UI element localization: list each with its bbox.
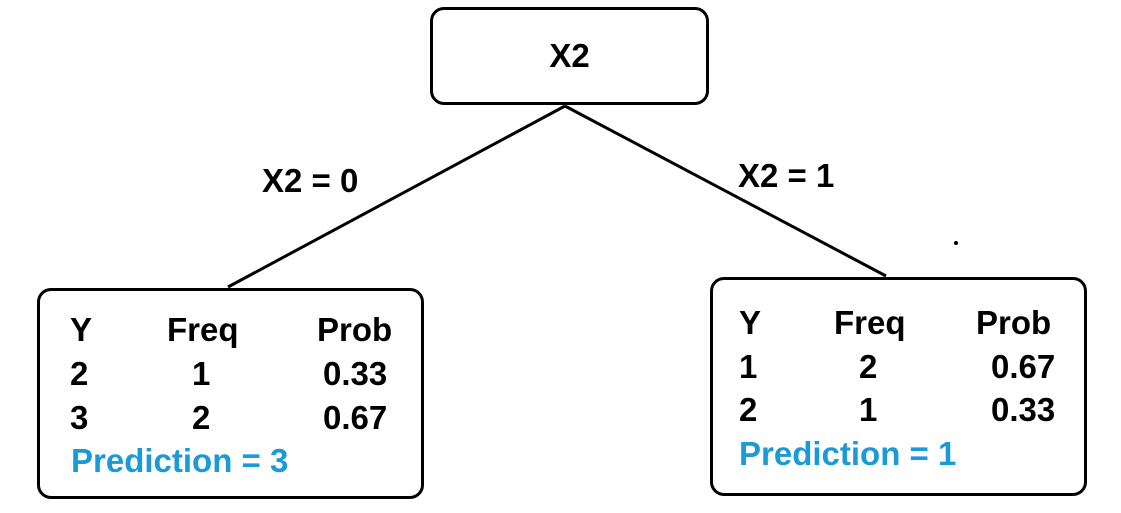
leaf-header-prob: Prob: [976, 304, 1052, 341]
leaf-cell-freq: 1: [192, 355, 211, 392]
stray-dot: [954, 241, 958, 245]
leaf-cell-prob: 0.67: [991, 348, 1056, 385]
leaf-cell-y: 3: [70, 399, 89, 436]
leaf-cell-freq: 2: [859, 348, 878, 385]
leaf-cell-prob: 0.67: [323, 399, 388, 436]
leaf-node-right: Y Freq Prob 1 2 0.67 2 1 0.33 Prediction…: [710, 277, 1087, 496]
leaf-cell-freq: 1: [859, 391, 878, 428]
edge-label-right: X2 = 1: [738, 157, 835, 194]
leaf-cell-y: 2: [739, 391, 758, 428]
edge-label-left: X2 = 0: [262, 162, 359, 199]
leaf-header-y: Y: [739, 304, 762, 341]
leaf-cell-y: 1: [739, 348, 758, 385]
edge-line-left: [227, 104, 566, 289]
leaf-node-left: Y Freq Prob 2 1 0.33 3 2 0.67 Prediction…: [37, 288, 424, 499]
leaf-cell-y: 2: [70, 355, 89, 392]
leaf-header-freq: Freq: [834, 304, 906, 341]
root-node-label: X2: [549, 37, 590, 74]
leaf-cell-prob: 0.33: [323, 355, 388, 392]
edge-line-right: [564, 104, 887, 278]
leaf-cell-prob: 0.33: [991, 391, 1056, 428]
leaf-prediction: Prediction = 3: [71, 442, 289, 479]
leaf-cell-freq: 2: [192, 399, 211, 436]
leaf-prediction: Prediction = 1: [739, 435, 957, 472]
leaf-header-y: Y: [70, 311, 93, 348]
root-node: X2: [430, 7, 709, 105]
leaf-header-prob: Prob: [317, 311, 393, 348]
leaf-header-freq: Freq: [167, 311, 239, 348]
